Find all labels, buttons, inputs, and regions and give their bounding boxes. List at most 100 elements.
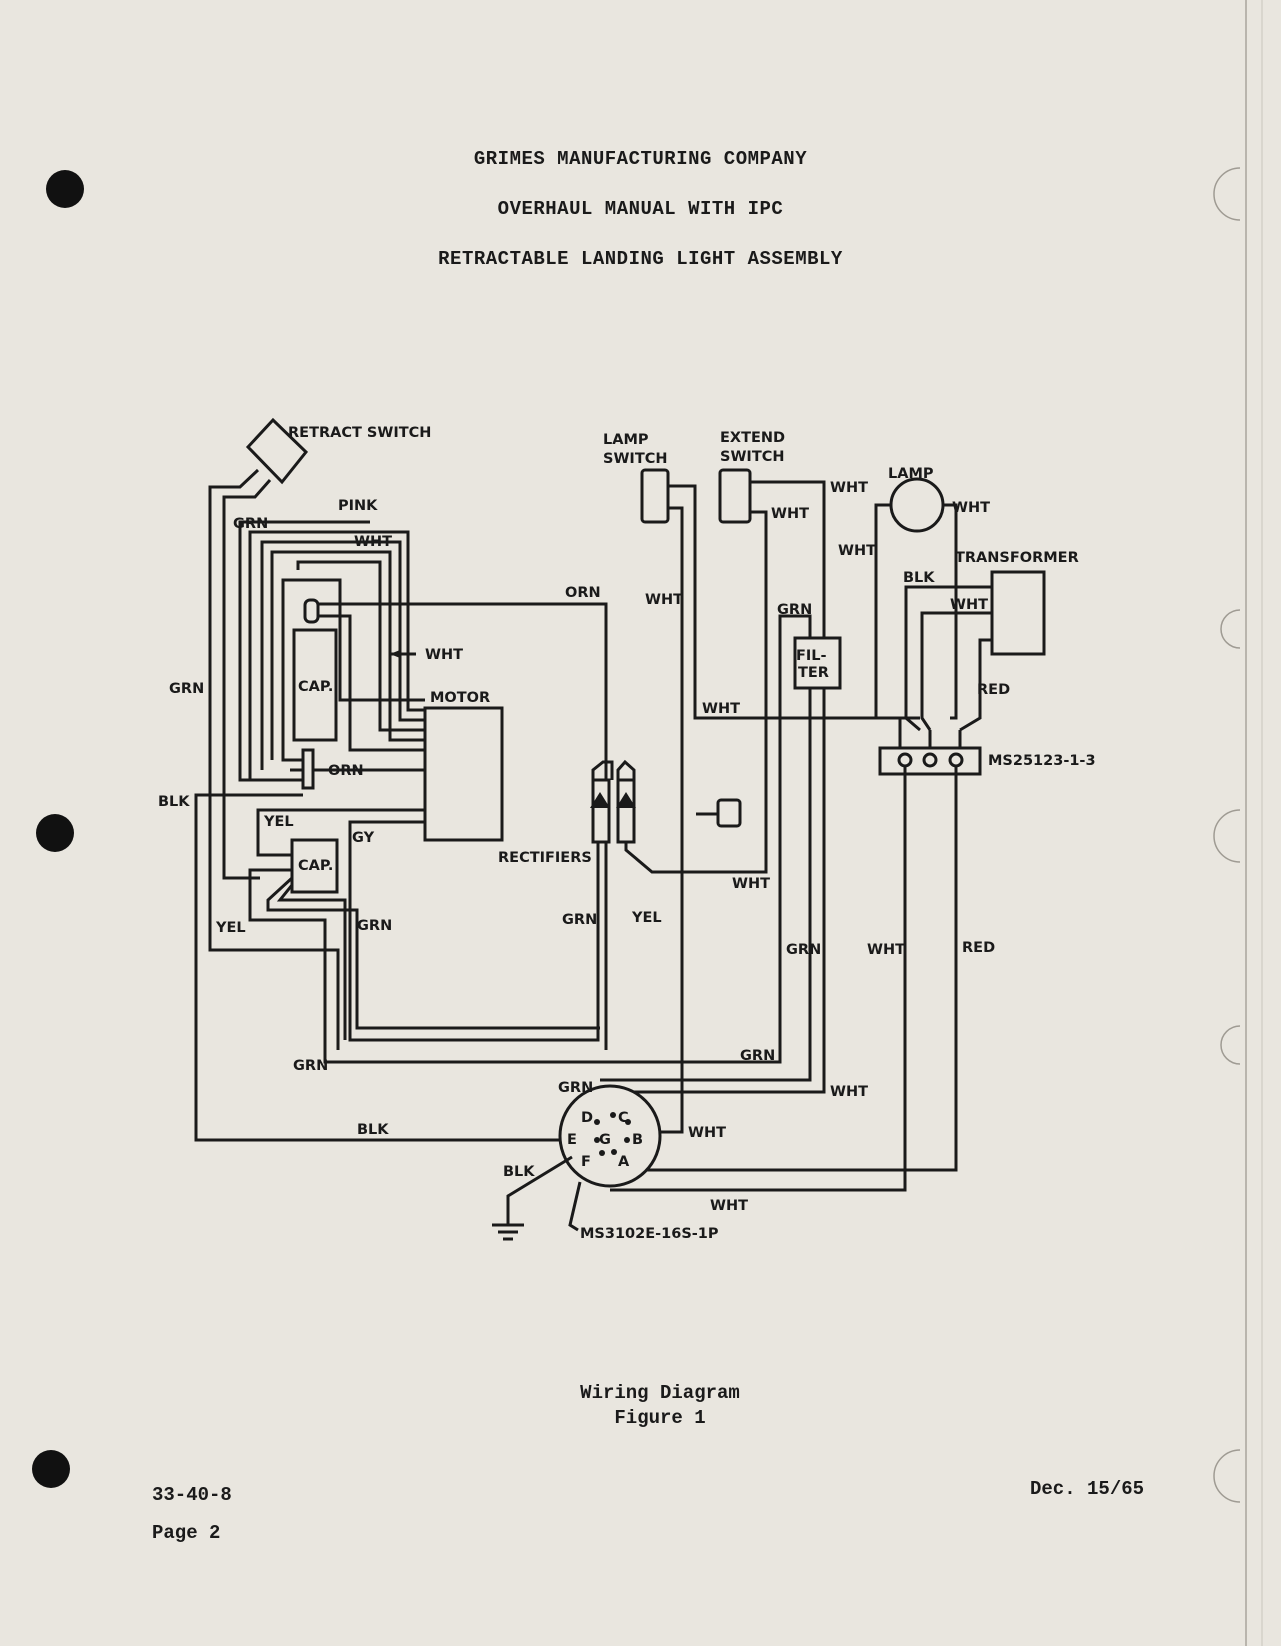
rectifier-2 <box>616 778 636 844</box>
pin-a: A <box>618 1154 630 1170</box>
wire-blk-left <box>194 793 570 1142</box>
retract-switch <box>245 417 309 485</box>
wire-label: BLK <box>903 570 935 586</box>
wire-label: WHT <box>950 597 988 613</box>
wire-label: GRN <box>558 1080 593 1096</box>
wire-wht-top <box>248 530 425 780</box>
wire-red-block <box>628 766 958 1172</box>
wire-label: WHT <box>952 500 990 516</box>
wire-orn-mid <box>311 768 425 785</box>
wire-label: YEL <box>263 814 294 830</box>
wire-label: GY <box>352 830 375 846</box>
wire-wht-transformer <box>920 611 992 731</box>
wire-label: WHT <box>830 480 868 496</box>
connector-label: MS3102E-16S-1P <box>580 1226 719 1242</box>
cap-upper-top-terminal <box>303 598 320 624</box>
wire-wht-cap <box>318 614 425 752</box>
binder-hole <box>36 814 74 852</box>
extend-switch-label-2: SWITCH <box>720 449 785 465</box>
pin-d: D <box>581 1110 593 1126</box>
wire-label: WHT <box>645 592 683 608</box>
wire-pink <box>296 560 425 732</box>
lamp-switch-label-2: SWITCH <box>603 451 668 467</box>
wire-label: GRN <box>562 912 597 928</box>
lamp-body <box>889 477 945 533</box>
connector-leader <box>568 1181 582 1232</box>
lamp-switch-label-1: LAMP <box>603 432 649 448</box>
connector-body <box>558 1084 662 1188</box>
wire-wht-block <box>610 766 907 1192</box>
wire-label: GRN <box>357 918 392 934</box>
cap-lower-label: CAP. <box>298 858 333 874</box>
wire-grn-low <box>266 876 600 1030</box>
wire-label: WHT <box>830 1084 868 1100</box>
plug <box>716 798 742 828</box>
company-name: GRIMES MANUFACTURING COMPANY <box>473 148 808 170</box>
extend-switch-label-1: EXTEND <box>720 430 785 446</box>
wire-label: BLK <box>357 1122 389 1138</box>
wire-label: ORN <box>328 763 364 779</box>
page-number: Page 2 <box>152 1522 221 1544</box>
extend-switch-body <box>718 468 752 524</box>
wire-label: GRN <box>786 942 821 958</box>
wire-label: YEL <box>215 920 246 936</box>
revision-date: Dec. 15/65 <box>1030 1478 1145 1500</box>
wire-wht-lampsw <box>668 484 920 720</box>
motor-body <box>423 706 504 842</box>
wire-label: WHT <box>688 1125 726 1141</box>
wire-label: WHT <box>710 1198 748 1214</box>
wire-wht-lamp-left <box>874 503 900 720</box>
wire-wht-extend <box>612 480 826 1094</box>
wire-label: BLK <box>158 794 190 810</box>
assembly-title: RETRACTABLE LANDING LIGHT ASSEMBLY <box>438 248 843 270</box>
wire-red-transformer <box>959 638 992 732</box>
wire-label: GRN <box>169 681 204 697</box>
cap-upper-body <box>292 628 338 742</box>
wire-grn-retract <box>208 468 340 1050</box>
doc-number: 33-40-8 <box>152 1484 232 1506</box>
wire-label: GRN <box>777 602 812 618</box>
rectifiers-label: RECTIFIERS <box>498 850 592 866</box>
transformer-label: TRANSFORMER <box>955 550 1079 566</box>
cap-upper-label: CAP. <box>298 679 333 695</box>
retract-switch-label: RETRACT SWITCH <box>288 425 431 441</box>
filter-body <box>793 636 842 690</box>
wire-yel-low <box>248 614 795 1064</box>
wire-grn-retract-2 <box>222 479 272 880</box>
wire-label: WHT <box>354 534 392 550</box>
manual-title: OVERHAUL MANUAL WITH IPC <box>497 198 784 220</box>
wire-label: WHT <box>867 942 905 958</box>
motor-label: MOTOR <box>430 690 490 706</box>
wire-grn-filter <box>600 688 812 1082</box>
wire-label: PINK <box>338 498 378 514</box>
rectifier-1 <box>591 778 611 844</box>
wire-orn-top <box>318 602 608 1050</box>
wire-blk-ground <box>506 1155 573 1225</box>
pin-c: C <box>618 1110 629 1126</box>
wire-loop-1 <box>270 550 425 760</box>
wire-label: RED <box>962 940 995 956</box>
wire-label: RED <box>977 682 1010 698</box>
wire-label: YEL <box>631 910 662 926</box>
pin-b: B <box>632 1132 643 1148</box>
ground-symbol <box>492 1223 524 1241</box>
wire-label: GRN <box>740 1048 775 1064</box>
wire-label: ORN <box>565 585 601 601</box>
wire-label: WHT <box>838 543 876 559</box>
transformer-body <box>990 570 1046 656</box>
wire-label: GRN <box>293 1058 328 1074</box>
filter-label-2: TER <box>798 665 829 681</box>
pin-f: F <box>581 1154 591 1170</box>
pin-g: G <box>599 1132 611 1148</box>
wire-yel-cap <box>256 808 425 857</box>
wire-label: WHT <box>771 506 809 522</box>
wire-blk-transformer <box>904 585 992 732</box>
wire-gy <box>348 820 600 1042</box>
wire-label: WHT <box>702 701 740 717</box>
wire-label: WHT <box>425 647 463 663</box>
figure-number: Figure 1 <box>614 1407 706 1429</box>
binder-hole <box>32 1450 70 1488</box>
pin-e: E <box>567 1132 577 1148</box>
binder-hole <box>46 170 84 208</box>
